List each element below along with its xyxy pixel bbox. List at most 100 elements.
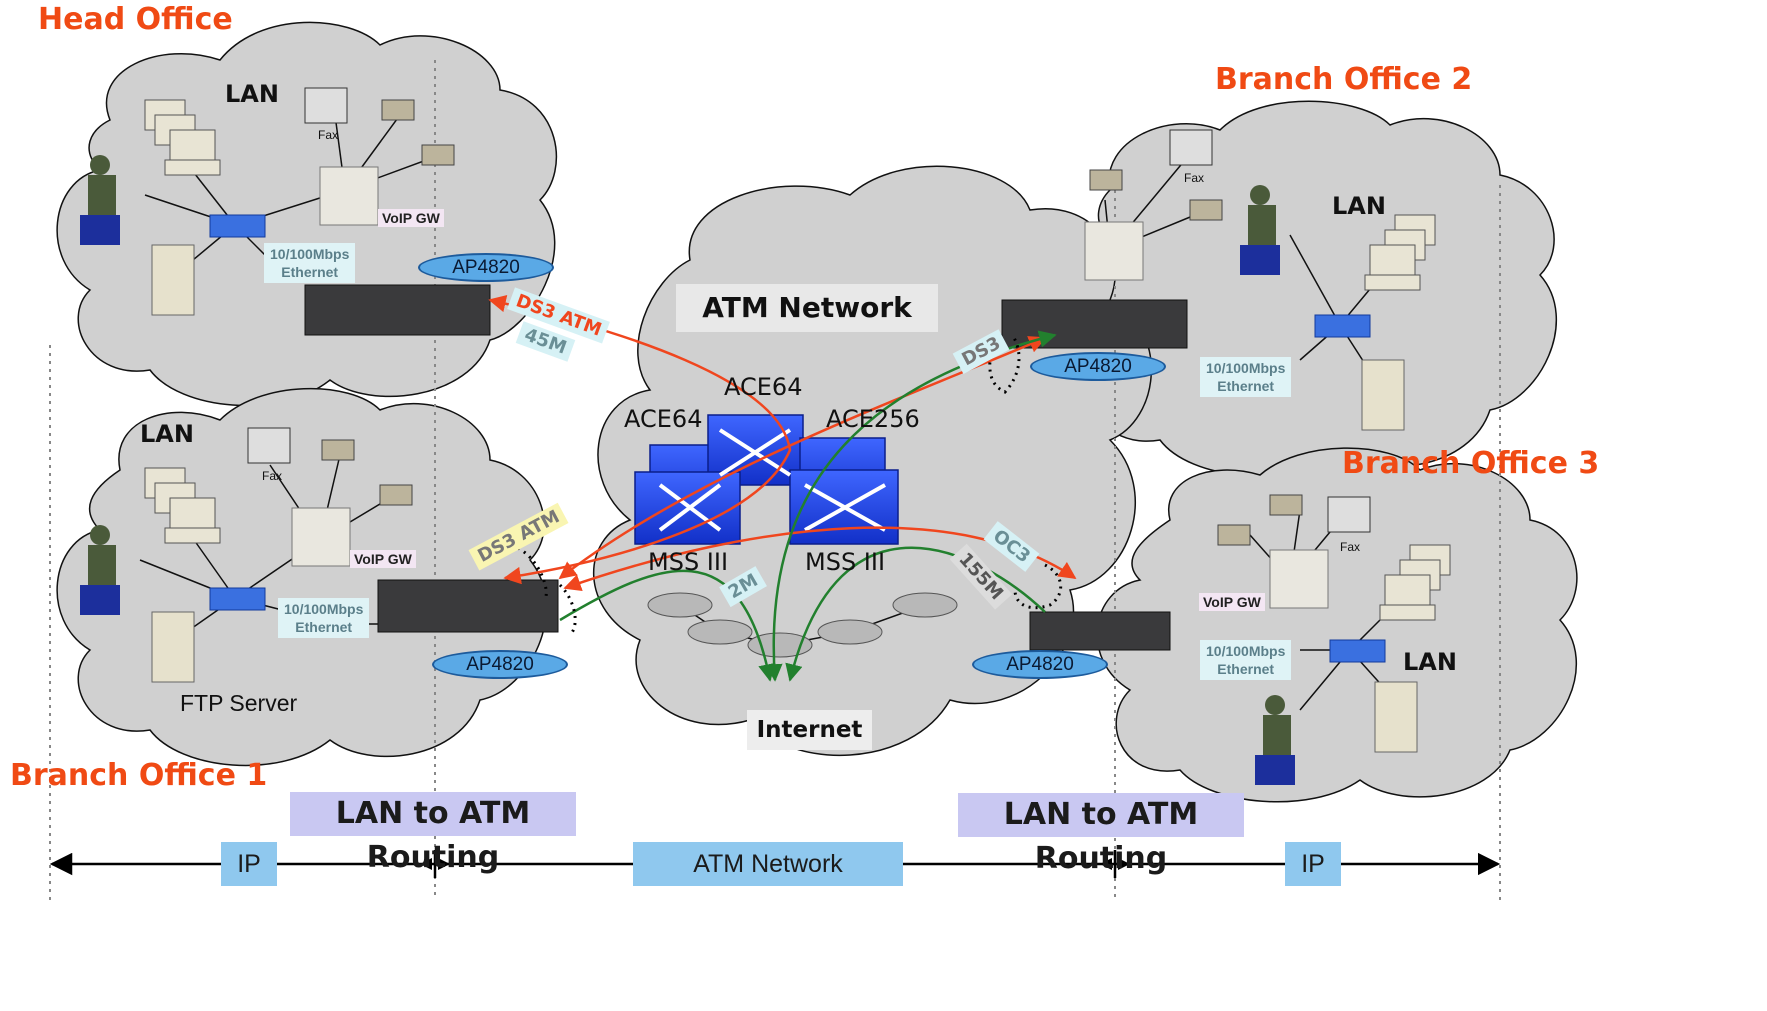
lan-label-b1: LAN (140, 420, 194, 448)
ethernet-text: Ethernet (295, 619, 353, 635)
pc-group-b3 (1379, 544, 1451, 621)
server-head (151, 244, 195, 316)
voip-gateway-b3 (1269, 549, 1329, 609)
ip-segment-right: IP (1285, 842, 1341, 886)
branch-office-2-title: Branch Office 2 (1215, 62, 1473, 97)
voip-gateway-b2 (1084, 221, 1144, 281)
ethernet-switch-b3 (1329, 639, 1386, 663)
ap4820-label-b1: AP4820 (432, 650, 568, 679)
server-b2 (1361, 359, 1405, 431)
pc-group-b1 (144, 467, 221, 544)
fax-label-b2: Fax (1184, 171, 1205, 185)
fax-label-b3: Fax (1340, 540, 1361, 554)
mss-left-label: MSS III (648, 548, 729, 576)
pc-group-b2 (1364, 214, 1436, 291)
head-office-cloud (56, 21, 558, 407)
router-4 (817, 619, 883, 645)
lan-label-b3: LAN (1403, 648, 1457, 676)
ethernet-text: Ethernet (281, 264, 339, 280)
router-2 (687, 619, 753, 645)
scale-arrow-left-mid (420, 858, 432, 870)
ap4820-device-b3 (1029, 611, 1171, 651)
lan-to-atm-routing-right: LAN to ATM Routing (958, 793, 1244, 876)
loop-b1 (517, 546, 577, 637)
voip-gateway-b1 (291, 507, 351, 567)
ace64-top-label: ACE64 (724, 373, 803, 401)
loop-b3 (1013, 563, 1063, 610)
branch2-cloud (1066, 100, 1558, 477)
branch1-cloud (56, 387, 548, 767)
fax-head (304, 87, 348, 124)
phone-b1-1 (321, 439, 355, 461)
ap4820-device-b1 (377, 579, 559, 633)
user-b2 (1250, 185, 1270, 205)
fax-b1 (247, 427, 291, 464)
scale-arrow-left-mid2 (1100, 858, 1112, 870)
ace64-left-label: ACE64 (624, 405, 703, 433)
ace256-label: ACE256 (826, 405, 920, 433)
fax-label-b1: Fax (262, 469, 283, 483)
chair-head (80, 215, 120, 245)
phone-head-2 (421, 144, 455, 166)
branch-office-3-title: Branch Office 3 (1342, 446, 1600, 481)
user-head (90, 155, 110, 175)
scale-arrow-right-mid (438, 858, 450, 870)
pc-group-head (144, 99, 221, 176)
ftp-server (151, 611, 195, 683)
voip-gateway-head (319, 166, 379, 226)
ap4820-device-head (304, 284, 491, 336)
ethernet-label-b3: 10/100Mbps Ethernet (1200, 640, 1292, 680)
ethernet-label-b2: 10/100Mbps Ethernet (1200, 357, 1292, 397)
fax-label-head: Fax (318, 128, 339, 142)
fax-b2 (1169, 129, 1213, 166)
voip-gw-label-b1: VoIP GW (350, 550, 416, 568)
loop-b2 (988, 334, 1021, 394)
scale-arrow-right-mid2 (1118, 858, 1130, 870)
server-b3 (1374, 681, 1418, 753)
ip-segment-left: IP (221, 842, 277, 886)
mss-right-label: MSS III (805, 548, 886, 576)
ethernet-switch-b2 (1314, 314, 1371, 338)
lan-label-b2: LAN (1332, 192, 1386, 220)
router-5 (892, 592, 958, 618)
user-b3 (1265, 695, 1285, 715)
branch-office-1-title: Branch Office 1 (10, 758, 268, 793)
voip-gw-label-head: VoIP GW (378, 209, 444, 227)
internet-link-b3 (785, 546, 1046, 682)
fax-b3 (1327, 496, 1371, 533)
user-b1 (90, 525, 110, 545)
ethernet-speed: 10/100Mbps (270, 246, 350, 262)
router-1 (647, 592, 713, 618)
atm-network-core-label: ATM Network (676, 284, 938, 332)
ethernet-switch-b1 (209, 587, 266, 611)
ethernet-switch-head (209, 214, 266, 238)
ethernet-label-head: 10/100Mbps Ethernet (264, 243, 356, 283)
internet-label: Internet (747, 710, 872, 750)
ap4820-label-b2: AP4820 (1030, 352, 1166, 381)
atm-network-segment: ATM Network (633, 842, 903, 886)
ethernet-speed: 10/100Mbps (1206, 360, 1286, 376)
phone-b3-1 (1269, 494, 1303, 516)
head-office-title: Head Office (38, 2, 233, 37)
ethernet-text: Ethernet (1217, 661, 1275, 677)
ethernet-label-b1: 10/100Mbps Ethernet (278, 598, 370, 638)
phone-head-1 (381, 99, 415, 121)
voip-gw-label-b3: VoIP GW (1199, 593, 1265, 611)
ap4820-label-b3: AP4820 (972, 650, 1108, 679)
lan-to-atm-routing-left: LAN to ATM Routing (290, 792, 576, 875)
phone-b2-2 (1189, 199, 1223, 221)
internet-link-b1 (559, 569, 776, 682)
phone-b1-2 (379, 484, 413, 506)
chair-b2 (1240, 245, 1280, 275)
ethernet-speed: 10/100Mbps (1206, 643, 1286, 659)
lan-label-head: LAN (225, 80, 279, 108)
phone-b2-1 (1089, 169, 1123, 191)
ap4820-label-head: AP4820 (418, 253, 554, 282)
branch3-cloud (1096, 447, 1578, 803)
chair-b3 (1255, 755, 1295, 785)
chair-b1 (80, 585, 120, 615)
ethernet-text: Ethernet (1217, 378, 1275, 394)
phone-b3-2 (1217, 524, 1251, 546)
ethernet-speed: 10/100Mbps (284, 601, 364, 617)
ftp-server-label: FTP Server (180, 690, 298, 716)
